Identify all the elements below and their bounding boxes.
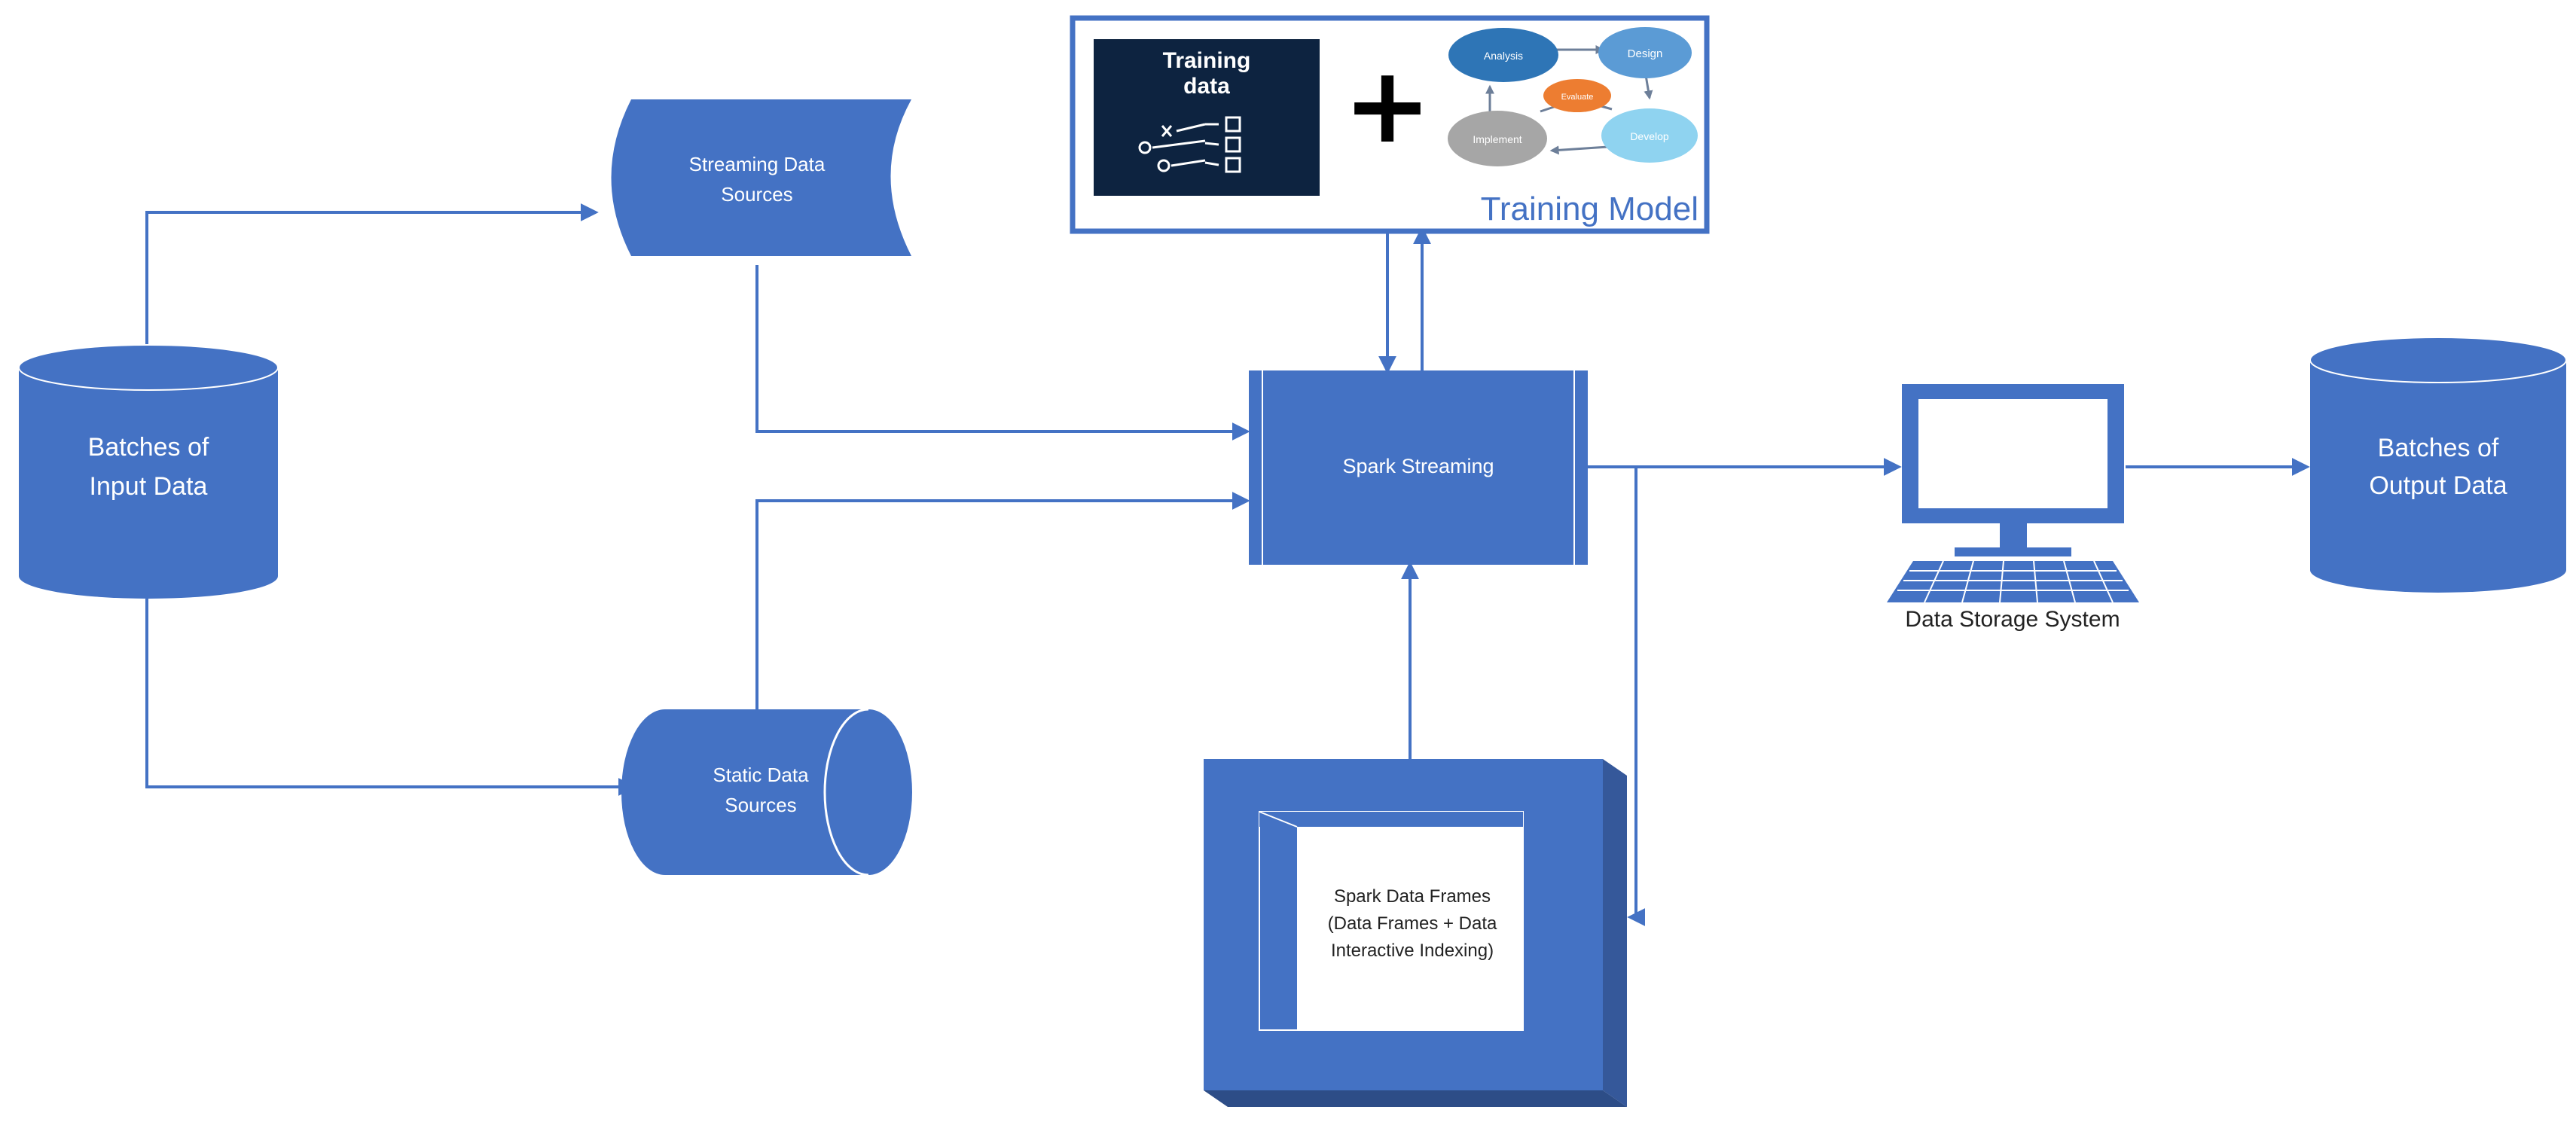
training-model-caption: Training Model xyxy=(1481,191,1699,227)
database-cylinder-icon xyxy=(19,367,278,599)
data-frames-line3: Interactive Indexing) xyxy=(1331,941,1494,961)
connectors xyxy=(145,203,2310,926)
cycle-implement-label: Implement xyxy=(1473,133,1521,145)
connector-streaming-to-spark xyxy=(755,265,1250,441)
desktop-computer-icon xyxy=(1887,384,2139,603)
training-data-card: Training data xyxy=(1094,39,1320,196)
training-data-line2: data xyxy=(1183,74,1230,99)
storage-system-label: Data Storage System xyxy=(1905,607,2120,632)
spark-streaming-label: Spark Streaming xyxy=(1342,455,1494,477)
cycle-design-label: Design xyxy=(1628,47,1663,60)
streaming-sources-line1: Streaming Data xyxy=(689,153,826,175)
connector-static-to-spark xyxy=(755,492,1250,709)
data-storage-system[interactable]: Data Storage System xyxy=(1887,384,2139,632)
training-model-box[interactable]: Training data + xyxy=(1070,15,1710,234)
data-frames-line2: (Data Frames + Data xyxy=(1328,913,1497,934)
cycle-develop-label: Develop xyxy=(1630,130,1669,142)
input-batches-line2: Input Data xyxy=(90,472,208,501)
spark-streaming-box[interactable]: Spark Streaming xyxy=(1249,370,1588,565)
data-frames-line1: Spark Data Frames xyxy=(1334,886,1491,907)
ml-training-data-icon xyxy=(1138,116,1241,173)
lifecycle-cycle-diagram: Analysis Design Evaluate Implement Devel… xyxy=(1448,27,1698,166)
connector-input-to-streaming xyxy=(145,203,599,345)
streaming-sources-shape[interactable]: Streaming Data Sources xyxy=(611,99,912,256)
output-batches-cylinder[interactable]: Batches of Output Data xyxy=(2309,337,2567,593)
output-batches-line2: Output Data xyxy=(2369,471,2507,500)
connector-input-to-static xyxy=(145,599,636,796)
output-batches-line1: Batches of xyxy=(2378,434,2499,462)
cycle-evaluate-label: Evaluate xyxy=(1561,93,1594,102)
cycle-analysis-label: Analysis xyxy=(1484,50,1523,62)
static-sources-line1: Static Data xyxy=(713,764,809,786)
input-batches-cylinder[interactable]: Batches of Input Data xyxy=(18,344,279,599)
plus-sign: + xyxy=(1343,44,1431,167)
spark-data-frames-shape[interactable]: Spark Data Frames (Data Frames + Data In… xyxy=(1204,759,1627,1107)
database-cylinder-icon xyxy=(2310,360,2566,593)
streaming-sources-line2: Sources xyxy=(721,183,792,206)
static-sources-line2: Sources xyxy=(725,794,796,816)
input-batches-line1: Batches of xyxy=(88,433,209,462)
training-data-line1: Training xyxy=(1163,48,1251,73)
static-sources-shape[interactable]: Static Data Sources xyxy=(621,708,912,877)
